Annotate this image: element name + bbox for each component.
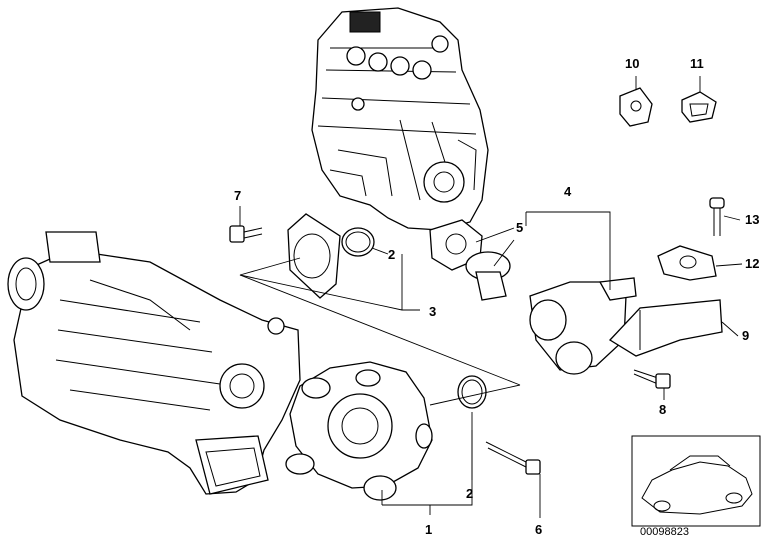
clip-11-illustration [681, 91, 717, 123]
clip-10-illustration [619, 87, 653, 127]
mount-12-illustration [657, 245, 717, 281]
screw-13-illustration [709, 197, 725, 236]
callout-2-lower: 2 [466, 486, 473, 501]
adapter-flange-illustration [287, 213, 375, 299]
thermostat-illustration [429, 219, 511, 301]
thermostat-housing-illustration [529, 277, 637, 375]
bolt-8-illustration [633, 369, 671, 389]
bolt-7-illustration [229, 225, 263, 243]
callout-11: 11 [690, 56, 704, 71]
leader-lines [239, 76, 743, 518]
callout-1: 1 [425, 522, 432, 537]
callout-4: 4 [564, 184, 572, 199]
callout-2-upper: 2 [388, 247, 395, 262]
bolt-6-illustration [485, 441, 541, 475]
callout-7: 7 [234, 188, 241, 203]
supercharger-illustration [7, 231, 301, 495]
bracket-illustration [608, 299, 723, 357]
callout-13: 13 [745, 212, 759, 227]
callout-9: 9 [742, 328, 749, 343]
callout-6: 6 [535, 522, 542, 537]
water-pump-illustration [285, 361, 433, 501]
callout-10: 10 [625, 56, 639, 71]
callout-5: 5 [516, 220, 523, 235]
callout-12: 12 [745, 256, 759, 271]
callout-3: 3 [429, 304, 436, 319]
callout-8: 8 [659, 402, 666, 417]
car-thumbnail-icon [631, 435, 761, 527]
diagram-id-label: 00098823 [640, 526, 689, 538]
engine-block-illustration [311, 7, 489, 231]
